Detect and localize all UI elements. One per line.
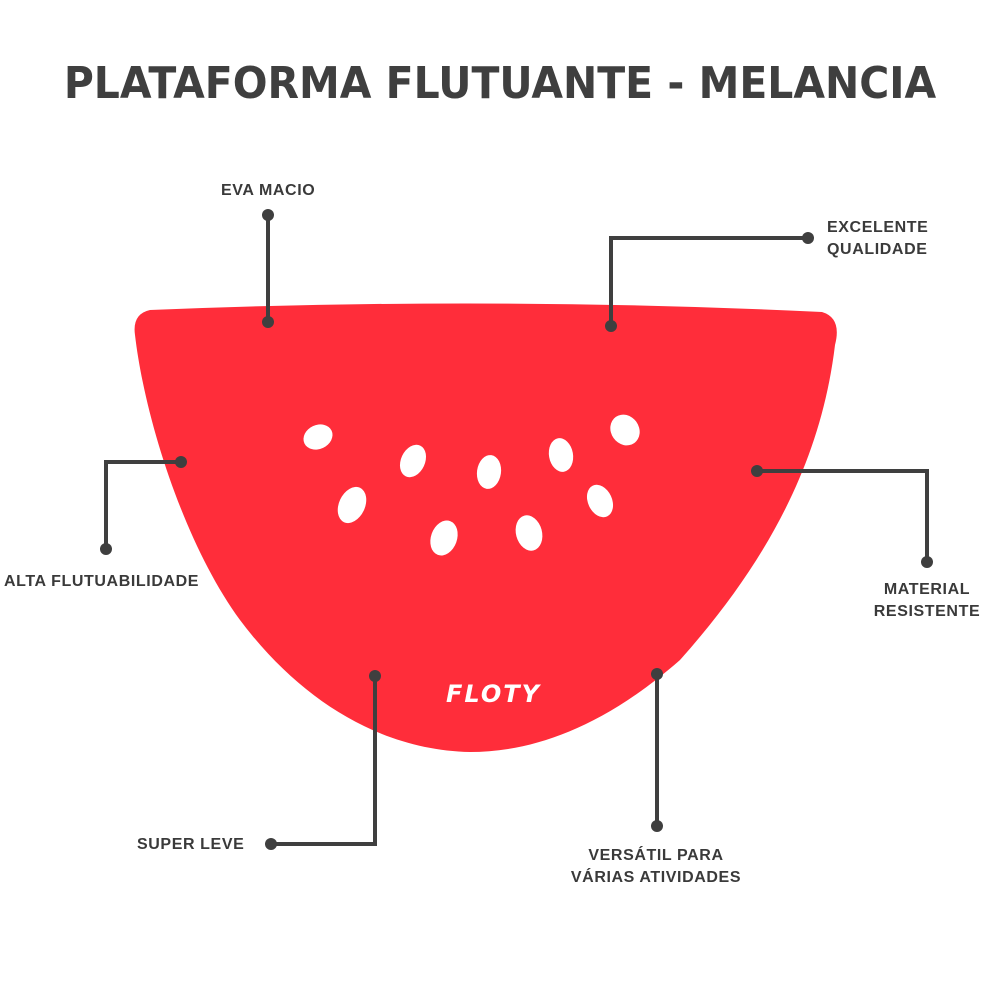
callout-line-qualidade: [609, 236, 808, 326]
callout-dot: [175, 456, 187, 468]
seeds: [303, 414, 640, 556]
seed: [430, 520, 458, 556]
seed: [548, 438, 574, 472]
seed: [399, 444, 427, 478]
callout-dot: [651, 668, 663, 680]
callout-line-resistente: [757, 469, 929, 562]
callout-dot: [651, 820, 663, 832]
callout-eva-macio: EVA MACIO: [221, 182, 316, 199]
callout-versatil: VERSÁTIL PARA VÁRIAS ATIVIDADES: [556, 845, 756, 889]
callout-dot: [751, 465, 763, 477]
seed: [515, 515, 543, 551]
callout-dot: [100, 543, 112, 555]
callout-dot: [369, 670, 381, 682]
page-title: PLATAFORMA FLUTUANTE - MELANCIA: [63, 58, 937, 109]
callout-text-line: MATERIAL: [883, 581, 971, 598]
brand-logo: FLOTY: [446, 680, 541, 708]
callout-text-line: RESISTENTE: [873, 603, 981, 620]
callout-dot: [262, 316, 274, 328]
callout-super-leve: SUPER LEVE: [137, 836, 245, 853]
seed: [610, 414, 640, 446]
callout-dot: [265, 838, 277, 850]
callout-alta-flutuabilidade: ALTA FLUTUABILIDADE: [4, 573, 200, 590]
callout-excelente-qualidade: EXCELENTE QUALIDADE: [827, 217, 928, 261]
watermelon-body: [134, 303, 837, 752]
seed: [476, 455, 502, 489]
callout-text-line: VÁRIAS ATIVIDADES: [570, 869, 742, 886]
seed: [586, 484, 614, 518]
callout-dots: [100, 209, 933, 850]
callout-material-resistente: MATERIAL RESISTENTE: [868, 579, 986, 623]
seed: [303, 424, 333, 450]
callout-dot: [921, 556, 933, 568]
callout-dot: [605, 320, 617, 332]
callout-text-line: EXCELENTE: [827, 219, 929, 236]
callout-dot: [262, 209, 274, 221]
callout-text-line: VERSÁTIL PARA: [588, 847, 724, 864]
callout-text-line: QUALIDADE: [827, 241, 928, 258]
callout-line-flutuabilidade: [104, 460, 181, 549]
callout-lines: [104, 215, 929, 846]
seed: [337, 486, 367, 524]
callout-line-leve: [271, 676, 377, 846]
callout-dot: [802, 232, 814, 244]
